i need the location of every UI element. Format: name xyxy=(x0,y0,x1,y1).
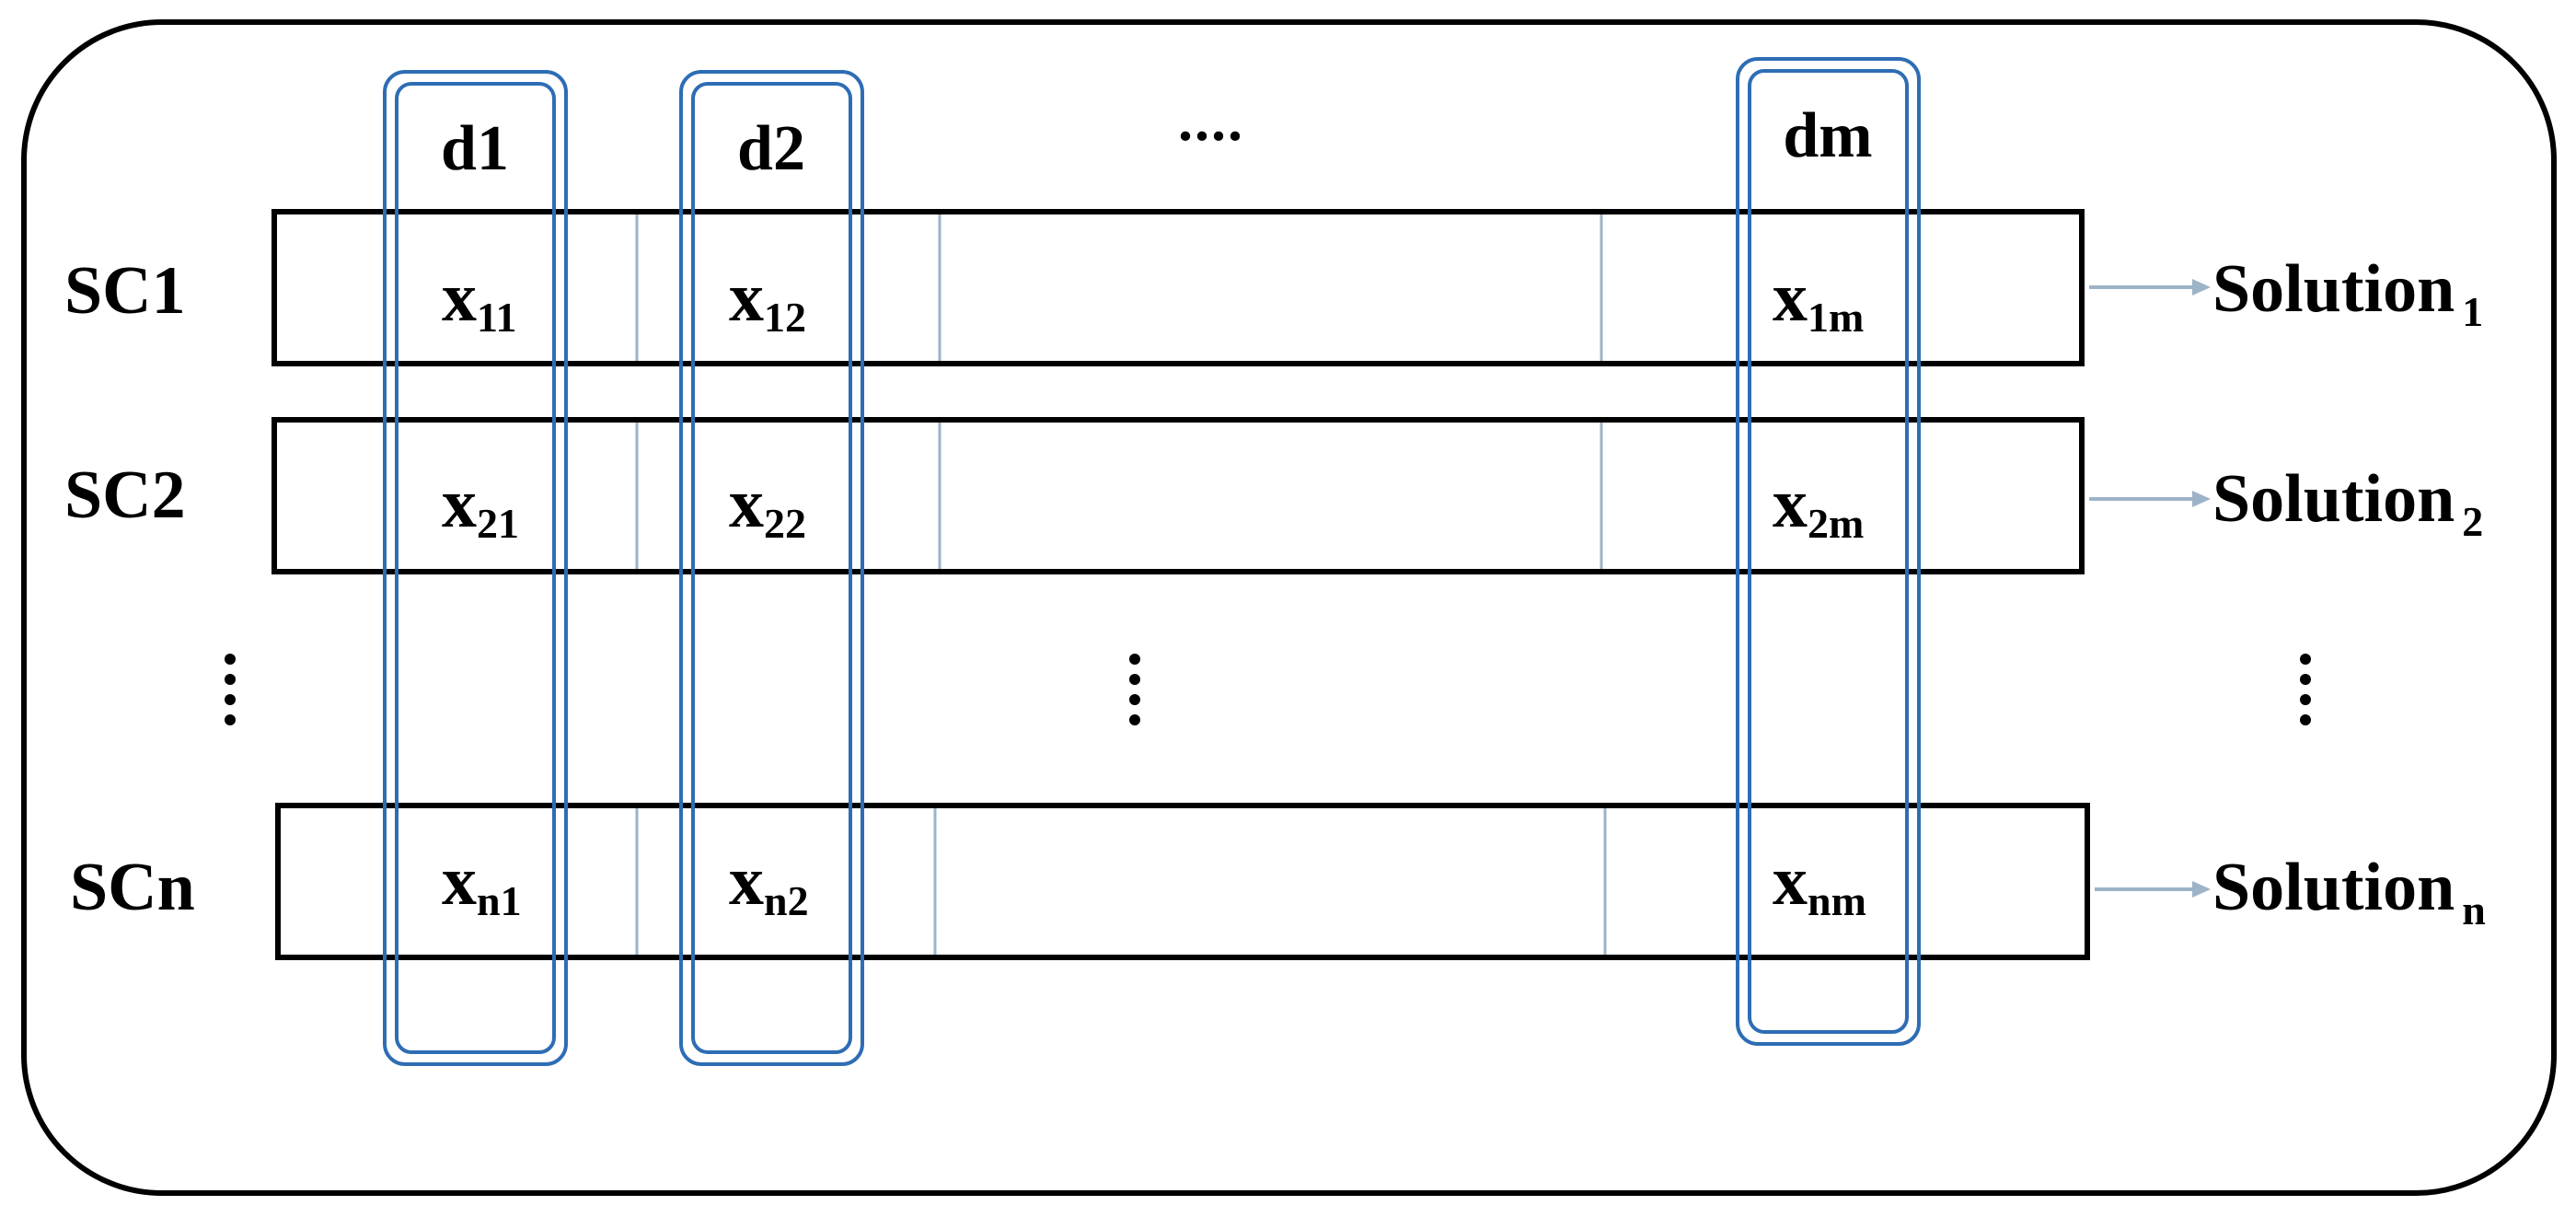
solution-arrows xyxy=(2089,279,2211,898)
outer-frame xyxy=(21,19,2557,1196)
dimension-label-d1: d1 xyxy=(441,113,509,184)
cell-xn2: xn2 xyxy=(729,842,809,924)
row-label-sc1: SC1 xyxy=(64,253,186,329)
row-label-scn: SCn xyxy=(70,850,195,925)
header-ellipsis: .... xyxy=(1178,87,1244,153)
column-highlight-d2 xyxy=(679,70,864,1066)
cell-x1m: x1m xyxy=(1773,259,1864,341)
cell-x21: x21 xyxy=(442,465,519,547)
dimension-label-dm: dm xyxy=(1783,100,1872,171)
dimension-label-d2: d2 xyxy=(737,113,805,184)
arrow-n xyxy=(2095,881,2211,898)
cell-xn1: xn1 xyxy=(442,842,522,924)
vertical-ellipsis-middle xyxy=(1129,654,1140,725)
cell-x22: x22 xyxy=(729,465,806,547)
vertical-ellipses xyxy=(225,654,2311,725)
cell-xnm: xnm xyxy=(1773,842,1866,924)
column-highlights xyxy=(383,57,1921,1066)
cell-x12: x12 xyxy=(729,259,806,341)
vertical-ellipsis-right xyxy=(2300,654,2311,725)
row-bar-n xyxy=(275,803,2090,960)
column-highlight-dm xyxy=(1736,57,1921,1046)
vertical-ellipsis-left xyxy=(225,654,236,725)
cell-x11: x11 xyxy=(442,259,516,341)
arrow-2 xyxy=(2089,491,2211,507)
row-bar-1 xyxy=(271,209,2085,366)
row-label-sc2: SC2 xyxy=(64,458,186,533)
arrow-1 xyxy=(2089,279,2211,296)
row-bar-2 xyxy=(271,417,2085,574)
cell-dividers xyxy=(635,214,1607,955)
cell-x2m: x2m xyxy=(1773,465,1864,547)
row-bars xyxy=(271,209,2090,960)
column-highlight-d1 xyxy=(383,70,568,1066)
